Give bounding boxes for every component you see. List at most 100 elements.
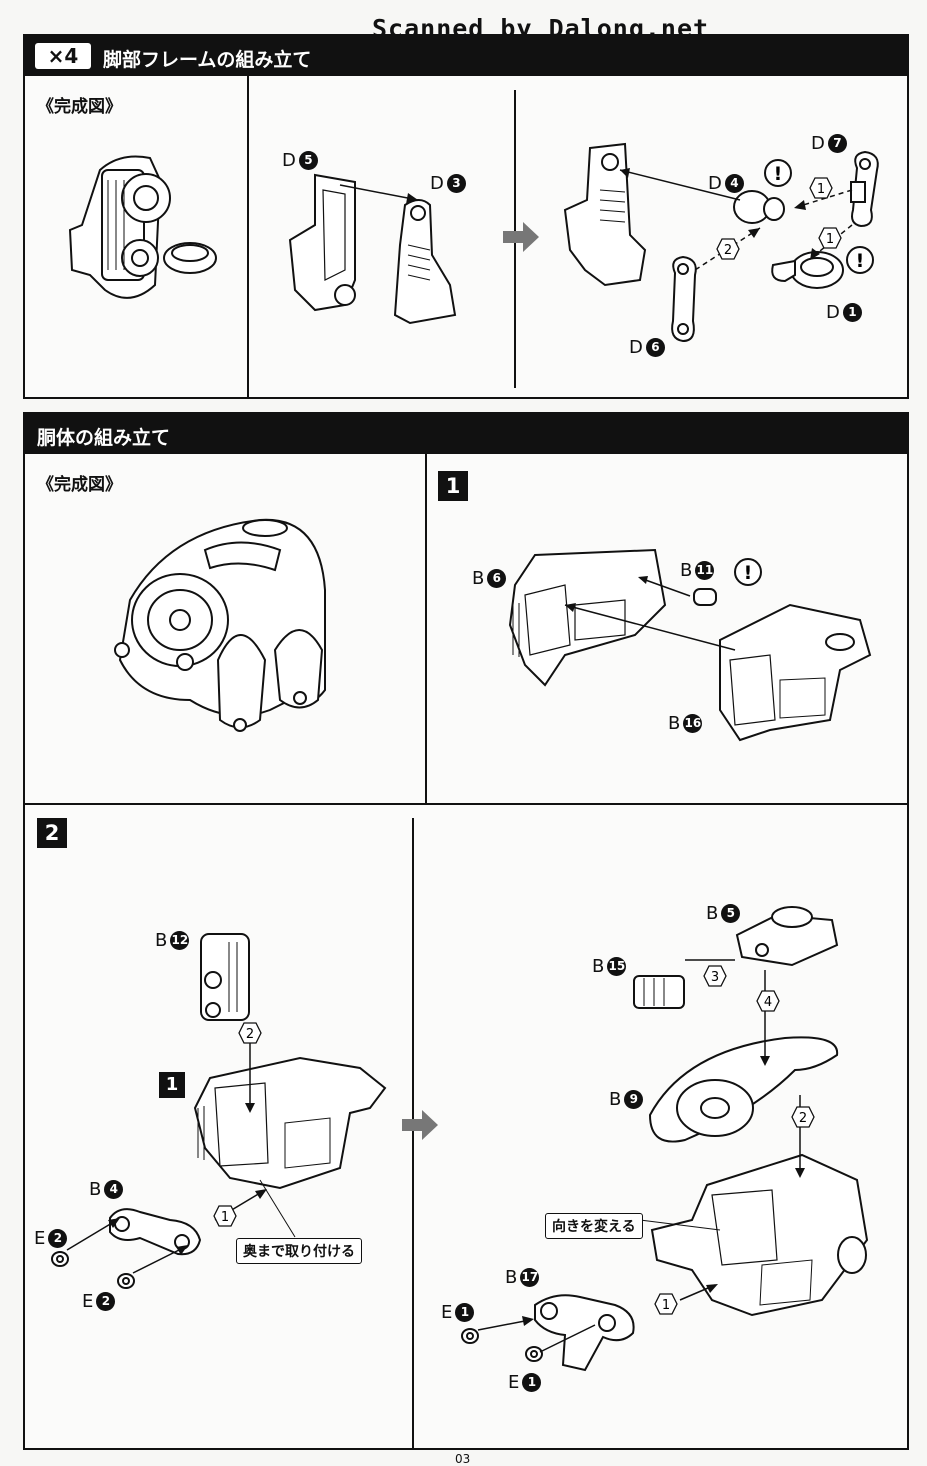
label-d4: D 4 xyxy=(708,173,744,194)
e2-washers-illustration xyxy=(51,1251,135,1289)
part-b6-illustration xyxy=(508,548,667,687)
part-number: 15 xyxy=(607,957,627,976)
part-d5-illustration xyxy=(288,173,356,312)
page-number: 03 xyxy=(455,1452,471,1466)
part-number: 4 xyxy=(724,174,744,193)
order-number: 4 xyxy=(764,995,772,1010)
section-header: ×4 脚部フレームの組み立て xyxy=(25,36,907,76)
part-prefix: D xyxy=(430,173,444,194)
part-b15-illustration xyxy=(633,975,685,1009)
part-prefix: B xyxy=(668,713,681,734)
part-number: 1 xyxy=(455,1303,475,1322)
part-prefix: D xyxy=(826,302,840,323)
leg-subassembly-illustration xyxy=(563,142,647,287)
part-prefix: D xyxy=(811,133,825,154)
label-e1: E 1 xyxy=(441,1302,475,1323)
step-number-1: 1 xyxy=(438,471,468,501)
order-hex-2: 2 xyxy=(716,238,740,260)
d7-part-illustration xyxy=(850,150,879,228)
part-number: 6 xyxy=(645,338,665,357)
part-prefix: D xyxy=(708,173,722,194)
part-number: 5 xyxy=(298,151,318,170)
label-d1: D 1 xyxy=(826,302,862,323)
order-number: 1 xyxy=(817,182,825,197)
d4-part-illustration xyxy=(733,190,785,224)
part-prefix: D xyxy=(282,150,296,171)
leg-frame-completed-illustration xyxy=(68,155,217,299)
part-prefix: B xyxy=(609,1089,622,1110)
part-prefix: B xyxy=(155,930,168,951)
part-number: 17 xyxy=(520,1268,540,1287)
part-number: 2 xyxy=(48,1229,68,1248)
part-prefix: B xyxy=(472,568,485,589)
part-prefix: B xyxy=(680,560,693,581)
order-hex-1c: 1 xyxy=(654,1293,678,1315)
step2-right-arrows xyxy=(477,959,805,1353)
order-number: 2 xyxy=(724,243,732,258)
body-completed-illustration xyxy=(114,518,326,732)
step-number-2: 2 xyxy=(37,818,67,848)
label-e1: E 1 xyxy=(508,1372,542,1393)
section-header: 胴体の組み立て xyxy=(25,414,907,454)
order-hex-2: 2 xyxy=(238,1022,262,1044)
order-hex-4: 4 xyxy=(756,990,780,1012)
section-title: 胴体の組み立て xyxy=(37,427,171,449)
e1-washers-illustration xyxy=(461,1328,543,1362)
part-b12-illustration xyxy=(200,933,250,1021)
part-d3-illustration xyxy=(393,199,457,325)
part-number: 3 xyxy=(446,174,466,193)
body-subassembly-illustration xyxy=(193,1056,387,1190)
part-number: 4 xyxy=(104,1180,124,1199)
part-prefix: E xyxy=(82,1291,94,1312)
warning-mark: ! xyxy=(774,163,783,185)
label-b12: B 12 xyxy=(155,930,190,951)
part-number: 5 xyxy=(721,904,741,923)
label-e2: E 2 xyxy=(34,1228,68,1249)
divider xyxy=(247,76,249,399)
multiplier-badge: ×4 xyxy=(35,43,91,69)
note-insert-fully: 奥まで取り付ける xyxy=(236,1238,362,1264)
part-number: 11 xyxy=(695,561,715,580)
next-step-arrow-icon xyxy=(503,222,539,252)
label-d5: D 5 xyxy=(282,150,318,171)
warning-icon: ! xyxy=(764,159,792,187)
torso-subassembly-illustration xyxy=(650,1153,869,1317)
part-number: 12 xyxy=(170,931,190,950)
leg-assembly-guides xyxy=(619,168,853,271)
part-b16-illustration xyxy=(719,603,872,742)
part-prefix: E xyxy=(508,1372,520,1393)
order-number: 3 xyxy=(711,970,719,985)
part-prefix: B xyxy=(706,903,719,924)
part-b5-illustration xyxy=(735,906,839,967)
order-hex-3: 3 xyxy=(703,965,727,987)
part-number: 16 xyxy=(683,714,703,733)
warning-icon: ! xyxy=(846,246,874,274)
step-ref-1: 1 xyxy=(159,1072,185,1098)
divider xyxy=(425,454,427,804)
label-b9: B 9 xyxy=(609,1089,644,1110)
section-title: 脚部フレームの組み立て xyxy=(103,49,312,71)
divider xyxy=(412,818,414,1448)
warning-mark: ! xyxy=(744,562,753,584)
order-hex-1b: 1 xyxy=(818,227,842,249)
part-b9-illustration xyxy=(648,1036,839,1143)
label-b4: B 4 xyxy=(89,1179,124,1200)
label-b6: B 6 xyxy=(472,568,507,589)
order-number: 1 xyxy=(221,1210,229,1225)
b11-pin-illustration xyxy=(693,588,717,606)
label-d7: D 7 xyxy=(811,133,847,154)
part-number: 2 xyxy=(96,1292,116,1311)
part-number: 9 xyxy=(624,1090,644,1109)
order-number: 1 xyxy=(826,232,834,247)
order-hex-2b: 2 xyxy=(791,1106,815,1128)
label-b15: B 15 xyxy=(592,956,627,977)
order-hex-1: 1 xyxy=(809,177,833,199)
warning-mark: ! xyxy=(856,250,865,272)
divider xyxy=(25,803,909,805)
order-number: 1 xyxy=(662,1298,670,1313)
leg-assembly-arrow xyxy=(339,184,419,204)
label-d6: D 6 xyxy=(629,337,665,358)
label-d3: D 3 xyxy=(430,173,466,194)
step1-arrows xyxy=(564,576,736,651)
d6-part-illustration xyxy=(671,255,697,343)
